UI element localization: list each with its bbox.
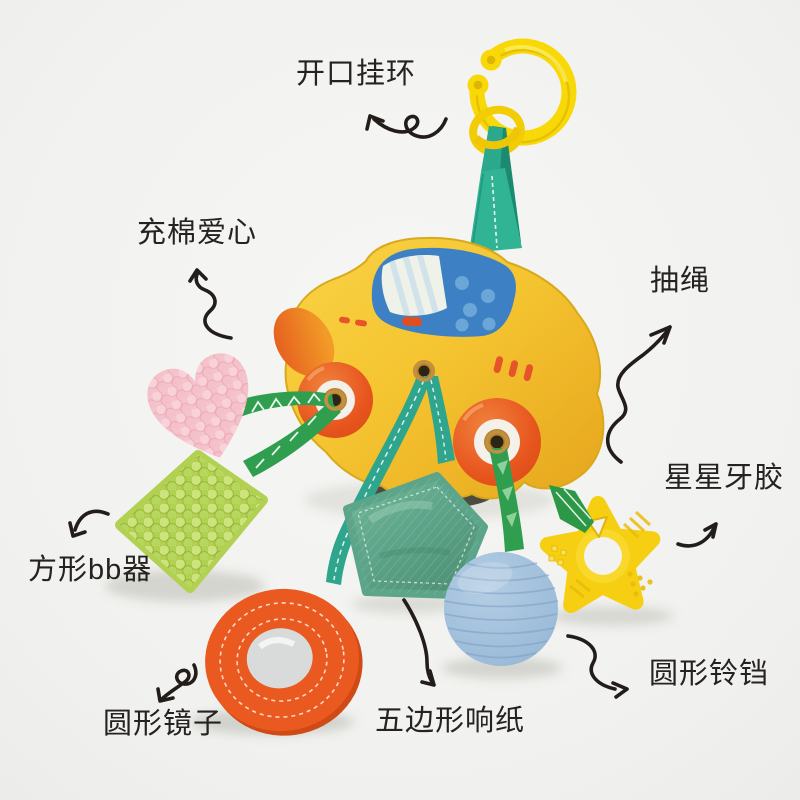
car-detail-dashes xyxy=(339,316,534,381)
label-star-teether: 星星牙胶 xyxy=(664,462,785,494)
ribbon-ball xyxy=(489,448,524,552)
car-nose xyxy=(273,307,335,377)
label-square-squeaker: 方形bb器 xyxy=(28,554,153,586)
arrow-to-star-icon xyxy=(676,522,718,548)
hanging-strap xyxy=(469,126,522,253)
pentagon-crinkle xyxy=(343,472,488,599)
square-plush xyxy=(115,450,268,593)
ring-highlight xyxy=(504,45,568,83)
grommet-rim xyxy=(413,360,435,382)
arrow-to-square-icon xyxy=(68,509,110,538)
side-window-dots xyxy=(455,276,496,332)
ring-loop-front xyxy=(473,126,522,150)
label-round-mirror: 圆形镜子 xyxy=(103,708,224,740)
arrow-to-drawstring-icon xyxy=(605,325,672,464)
label-round-bell: 圆形铃铛 xyxy=(649,658,770,690)
ribbon-star xyxy=(549,485,594,533)
star-teether xyxy=(539,496,661,614)
ring-groove xyxy=(475,48,571,144)
label-drawstring: 抽绳 xyxy=(650,265,711,297)
ribbon-square xyxy=(243,401,341,477)
ribbon-heart xyxy=(238,391,334,417)
label-heart: 充棉爱心 xyxy=(137,217,258,249)
ribbon-pentagon xyxy=(424,376,455,464)
arrow-to-mirror-icon xyxy=(156,663,198,703)
hanging-ring xyxy=(467,38,577,157)
car-windows xyxy=(371,247,516,337)
grommet-rim xyxy=(485,430,509,454)
arrow-to-pentagon-icon xyxy=(402,598,436,687)
arrow-to-ring-icon xyxy=(365,114,448,139)
arrow-to-bell-icon xyxy=(566,634,629,699)
arrow-to-heart-icon xyxy=(188,268,233,340)
round-mirror xyxy=(205,588,363,736)
label-pentagon-crinkle: 五边形响纸 xyxy=(375,705,526,737)
grommet-rim xyxy=(324,389,346,411)
bell-ball xyxy=(443,552,559,666)
star-hole xyxy=(584,537,622,575)
label-ring: 开口挂环 xyxy=(296,58,417,90)
heart-plush xyxy=(147,353,249,458)
